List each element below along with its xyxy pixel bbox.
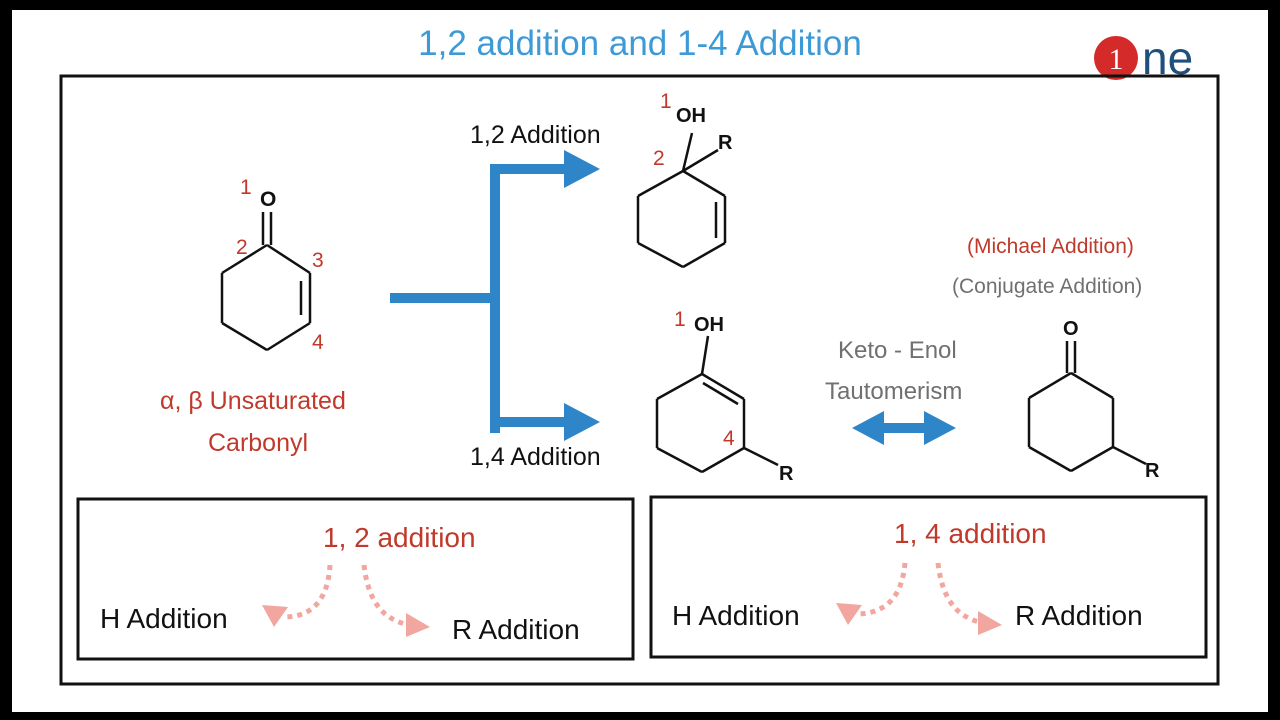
keto-structure bbox=[1027, 341, 1147, 473]
reactant-num-3: 3 bbox=[312, 249, 324, 272]
box-12-frame bbox=[76, 497, 635, 661]
product-12-r: R bbox=[718, 132, 733, 154]
reactant-label-line2: Carbonyl bbox=[208, 429, 309, 457]
reactant-atom-o: O bbox=[260, 188, 277, 211]
box-14-right-arrowhead bbox=[978, 611, 1002, 635]
fork-lower-branch bbox=[490, 417, 572, 427]
path-14-label: 1,4 Addition bbox=[470, 443, 601, 471]
outer-frame bbox=[59, 74, 1220, 686]
fork-upper-arrowhead bbox=[564, 150, 600, 188]
fork-arrows bbox=[390, 150, 600, 441]
reactant-structure bbox=[220, 212, 312, 352]
tautomerism-arrow bbox=[852, 411, 956, 445]
keto-atom-o: O bbox=[1063, 318, 1079, 340]
brand-logo: 1 ne bbox=[1092, 28, 1222, 88]
box-14-left-arrow-path bbox=[857, 562, 908, 617]
product-12-num-2: 2 bbox=[653, 147, 665, 170]
tautomerism-line1: Keto - Enol bbox=[838, 337, 957, 364]
reactant-num-1: 1 bbox=[240, 176, 252, 199]
box-14-arrows bbox=[857, 562, 985, 626]
conjugate-addition-label: (Conjugate Addition) bbox=[952, 275, 1143, 298]
product-14-num-4: 4 bbox=[723, 427, 735, 450]
product-14-structure bbox=[655, 335, 779, 474]
fork-upper-branch bbox=[490, 164, 572, 174]
box-12-right-arrowhead bbox=[406, 613, 430, 637]
box-12-right-arrow-path bbox=[361, 564, 411, 628]
slide: 1,2 addition and 1-4 Addition 1 ne bbox=[12, 10, 1268, 712]
diagram-canvas bbox=[59, 74, 1220, 686]
box-12-title: 1, 2 addition bbox=[323, 522, 476, 553]
product-12-structure bbox=[636, 132, 727, 269]
box-12-arrows bbox=[283, 564, 411, 628]
path-12-label: 1,2 Addition bbox=[470, 121, 601, 149]
box-14-r-addition: R Addition bbox=[1015, 600, 1143, 631]
tautomerism-line2: Tautomerism bbox=[825, 378, 963, 405]
box-12-r-addition: R Addition bbox=[452, 614, 580, 645]
product-14-num-1: 1 bbox=[674, 308, 686, 331]
logo-numeral: 1 bbox=[1109, 43, 1124, 76]
product-14-r: R bbox=[779, 463, 794, 485]
box-14-frame bbox=[649, 495, 1208, 659]
slide-title: 1,2 addition and 1-4 Addition bbox=[418, 24, 862, 63]
box-14-right-arrow-path bbox=[935, 562, 985, 626]
fork-lower-arrowhead bbox=[564, 403, 600, 441]
reactant-num-2: 2 bbox=[236, 236, 248, 259]
box-14-title: 1, 4 addition bbox=[894, 518, 1047, 549]
fork-vertical bbox=[490, 165, 500, 433]
product-12-num-1: 1 bbox=[660, 90, 672, 113]
reactant-label-line1: α, β Unsaturated bbox=[160, 387, 346, 415]
product-14-oh: OH bbox=[694, 314, 724, 336]
reactant-num-4: 4 bbox=[312, 331, 324, 354]
box-14-h-addition: H Addition bbox=[672, 600, 800, 631]
michael-addition-label: (Michael Addition) bbox=[967, 235, 1134, 258]
fork-stem bbox=[390, 293, 496, 303]
product-12-oh: OH bbox=[676, 105, 706, 127]
box-12-h-addition: H Addition bbox=[100, 603, 228, 634]
box-12-left-arrowhead bbox=[262, 605, 288, 627]
box-14-left-arrowhead bbox=[836, 603, 862, 625]
box-12-left-arrow-path bbox=[283, 564, 333, 620]
keto-r: R bbox=[1145, 460, 1160, 482]
